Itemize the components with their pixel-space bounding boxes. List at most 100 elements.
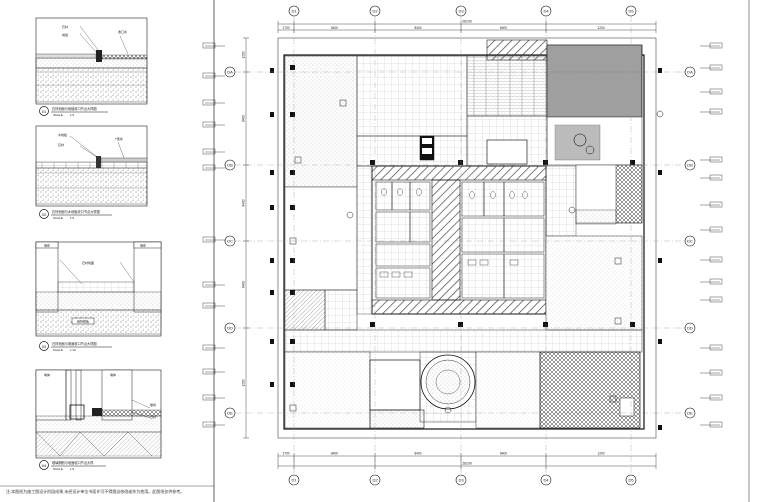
svg-text:墙体: 墙体 [44,372,50,377]
detail-02-badge [39,209,49,219]
svg-text:墙体: 墙体 [140,243,146,248]
grid-bubble-top [288,5,300,17]
grid-label-right: DB [687,163,693,168]
svg-text:地毯: 地毯 [62,32,68,37]
detail-04-badge [39,460,49,470]
grid-bubble-top [625,5,637,17]
dim-value-top: 1200 [597,26,604,30]
detail-01-num: 01 [42,109,47,114]
dim-value-top: 1700 [282,26,289,30]
detail-03-title: 石材地面与墙面收口节点大样图 [52,341,97,346]
svg-text:结构楼板: 结构楼板 [77,319,89,324]
grid-bubble-bottom [288,474,300,486]
detail-02-scale: 1:5 [70,216,75,220]
grid-bubble-bottom [369,474,381,486]
grid-bubble-left [224,235,236,247]
detail-04-title: 玻璃隔断与地面收口节点大样 [52,460,94,465]
grid-label-left: DC [227,239,233,244]
detail-02-title: 石材地面与木地板收口节点大样图 [52,209,100,214]
dim-value-bottom: 1700 [282,452,289,456]
grid-label-left: DB [227,163,233,168]
footer-note: 注:本图纸为施工图设计阶段成果,未经设计单位书面许可不得擅自修改或作为他用。此图… [6,489,185,494]
svg-text:石材: 石材 [150,414,156,419]
grid-label-top: D5 [628,9,634,14]
dim-value-left: 8400 [242,115,246,122]
grid-label-right: DD [687,326,693,331]
detail-04-drawing: 玻璃 石材 墙体 墙体 04 玻璃隔断与地面收口节点大样 SCALE 1:5 [35,369,162,471]
detail-01-drawing: 石材 地毯 收口条 01 石材地面与地毯收口节点大样图 SCALE 1:5 [35,17,148,117]
dim-value-left: 8400 [242,281,246,288]
detail-03-drawing: 结构楼板 墙体 墙体 石材地面 03 石材地面与墙面收口节点大样图 SCALE … [35,241,162,352]
dim-value-left: 1200 [242,379,246,386]
grid-label-right: DE [687,411,693,416]
dim-value-top: 8400 [414,26,421,30]
grid-label-right: DA [687,70,693,75]
grid-bubble-right [684,407,696,419]
detail-01-badge [39,106,49,116]
dim-value-top: 8400 [500,26,507,30]
detail-03-num: 03 [42,344,47,349]
grid-label-top: D2 [372,9,378,14]
grid-bubble-left [224,322,236,334]
detail-04-num: 04 [42,463,47,468]
grid-label-bottom: D1 [291,478,297,483]
grid-label-bottom: D5 [628,478,634,483]
detail-03-badge [39,341,49,351]
svg-text:石材: 石材 [58,142,64,147]
floor-plan [270,37,664,439]
dim-total-bottom: 28100 [462,462,472,466]
dim-value-top: 8400 [331,26,338,30]
grid-bubble-top [455,5,467,17]
grid-label-left: DD [227,326,233,331]
dim-value-left: 8400 [242,199,246,206]
detail-03-scale: 1:10 [70,348,76,352]
dim-value-bottom: 8400 [500,452,507,456]
detail-04-scale-label: SCALE [53,467,63,471]
svg-text:玻璃: 玻璃 [150,402,156,407]
grid-bubble-top [540,5,552,17]
grid-label-right: DC [687,239,693,244]
grid-label-left: DE [227,411,233,416]
svg-text:墙体: 墙体 [110,372,116,377]
grid-bubble-bottom [625,474,637,486]
detail-02-drawing: 木地板 石材 T型条 02 石材地面与木地板收口节点大样图 SCALE 1:5 [35,125,148,220]
grid-bubble-right [684,66,696,78]
detail-02-scale-label: SCALE [53,216,63,220]
dim-value-left: 1200 [242,51,246,58]
grid-label-top: D3 [458,9,464,14]
svg-text:墙体: 墙体 [44,243,50,248]
detail-04-scale: 1:5 [70,467,75,471]
grid-label-left: DA [227,70,233,75]
detail-01-scale-label: SCALE [53,113,63,117]
grid-bubble-right [684,235,696,247]
grid-label-top: D4 [543,9,549,14]
svg-text:石材地面: 石材地面 [82,260,94,265]
grid-bubble-right [684,322,696,334]
detail-01-scale: 1:5 [70,113,75,117]
grid-bubble-left [224,407,236,419]
detail-02-num: 02 [42,212,47,217]
grid-label-top: D1 [291,9,297,14]
grid-label-bottom: D2 [372,478,378,483]
grid-label-bottom: D4 [543,478,549,483]
grid-bubble-left [224,159,236,171]
svg-text:T型条: T型条 [115,136,123,141]
dim-total-top: 28100 [462,20,472,24]
svg-text:石材: 石材 [62,24,68,29]
detail-01-title: 石材地面与地毯收口节点大样图 [52,106,97,111]
svg-text:收口条: 收口条 [118,29,127,34]
detail-03-scale-label: SCALE [53,348,63,352]
detail-panels: 石材 地毯 收口条 01 石材地面与地毯收口节点大样图 SCALE 1:5 木地… [35,17,162,471]
svg-text:木地板: 木地板 [58,132,67,137]
grid-bubble-left [224,66,236,78]
grid-bubble-bottom [540,474,552,486]
dim-value-bottom: 8400 [414,452,421,456]
grid-bubble-bottom [455,474,467,486]
dim-value-bottom: 1200 [597,452,604,456]
tag-boxes [202,42,723,428]
grid-label-bottom: D3 [458,478,464,483]
dim-value-bottom: 8400 [331,452,338,456]
grid-bubble-top [369,5,381,17]
